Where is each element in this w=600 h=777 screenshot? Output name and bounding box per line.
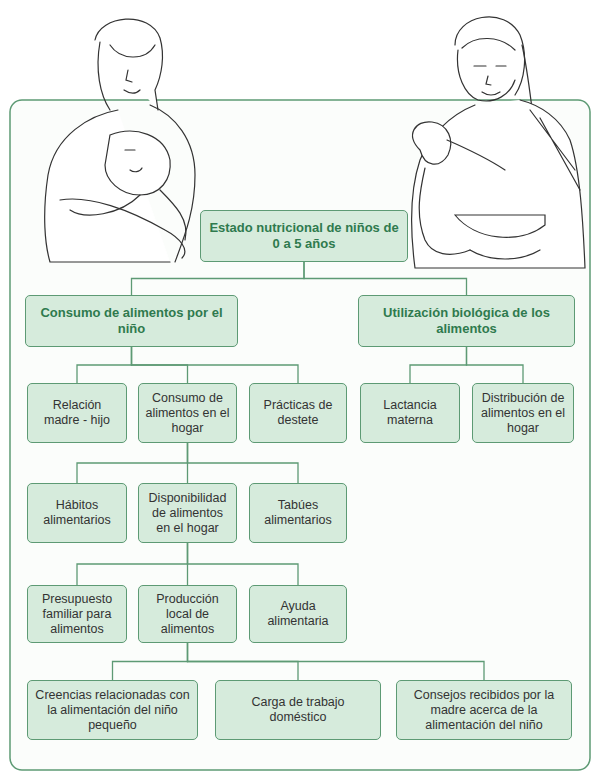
factor-box: Lactancia materna [360,383,460,443]
factor-box: Relación madre - hijo [27,383,127,443]
factor-box: Prácticas de destete [249,383,347,443]
box-label: Consejos recibidos por la madre acerca d… [403,688,565,733]
tree-connector [77,347,132,383]
box-label: Disponibilidad de alimentos en el hogar [145,491,230,536]
factor-box: Consejos recibidos por la madre acerca d… [396,680,572,740]
category-box: Consumo de alimentos por el niño [25,295,238,347]
tree-connector [132,347,299,383]
factor-box: Producción local de alimentos [138,585,237,643]
box-label: Estado nutricional de niños de 0 a 5 año… [207,220,401,251]
factor-box: Disponibilidad de alimentos en el hogar [138,483,237,543]
factor-box: Creencias relacionadas con la alimentaci… [27,680,198,740]
category-box: Estado nutricional de niños de 0 a 5 año… [200,210,408,262]
box-label: Presupuesto familiar para alimentos [34,592,120,637]
box-label: Tabúes alimentarios [256,498,340,528]
tree-connector [113,643,188,680]
box-label: Ayuda alimentaria [256,599,340,629]
factor-box: Carga de trabajo doméstico [215,680,381,740]
tree-connector [132,262,305,295]
category-box: Utilización biológica de los alimentos [358,295,575,347]
box-label: Relación madre - hijo [34,398,120,428]
box-label: Producción local de alimentos [145,592,230,637]
tree-connector [77,543,188,585]
tree-connector [188,543,299,585]
box-label: Distribución de alimentos en el hogar [479,391,567,436]
feeding-mother [412,17,585,268]
box-label: Utilización biológica de los alimentos [365,305,568,336]
box-label: Prácticas de destete [256,398,340,428]
box-label: Creencias relacionadas con la alimentaci… [34,688,191,733]
box-label: Hábitos alimentarios [34,498,120,528]
frame [10,100,590,770]
factor-box: Tabúes alimentarios [249,483,347,543]
factor-box: Distribución de alimentos en el hogar [472,383,574,443]
tree-connector [467,347,524,383]
box-label: Consumo de alimentos en el hogar [145,391,230,436]
tree-connector [410,347,467,383]
box-label: Lactancia materna [367,398,453,428]
box-label: Carga de trabajo doméstico [222,695,374,725]
tree-connector [188,643,485,680]
tree-connector [188,443,299,483]
factor-box: Presupuesto familiar para alimentos [27,585,127,643]
factor-box: Consumo de alimentos en el hogar [138,383,237,443]
factor-box: Hábitos alimentarios [27,483,127,543]
box-label: Consumo de alimentos por el niño [32,305,231,336]
factor-box: Ayuda alimentaria [249,585,347,643]
breastfeeding-mother [45,19,195,262]
tree-connector [77,443,188,483]
tree-connector [304,262,467,295]
